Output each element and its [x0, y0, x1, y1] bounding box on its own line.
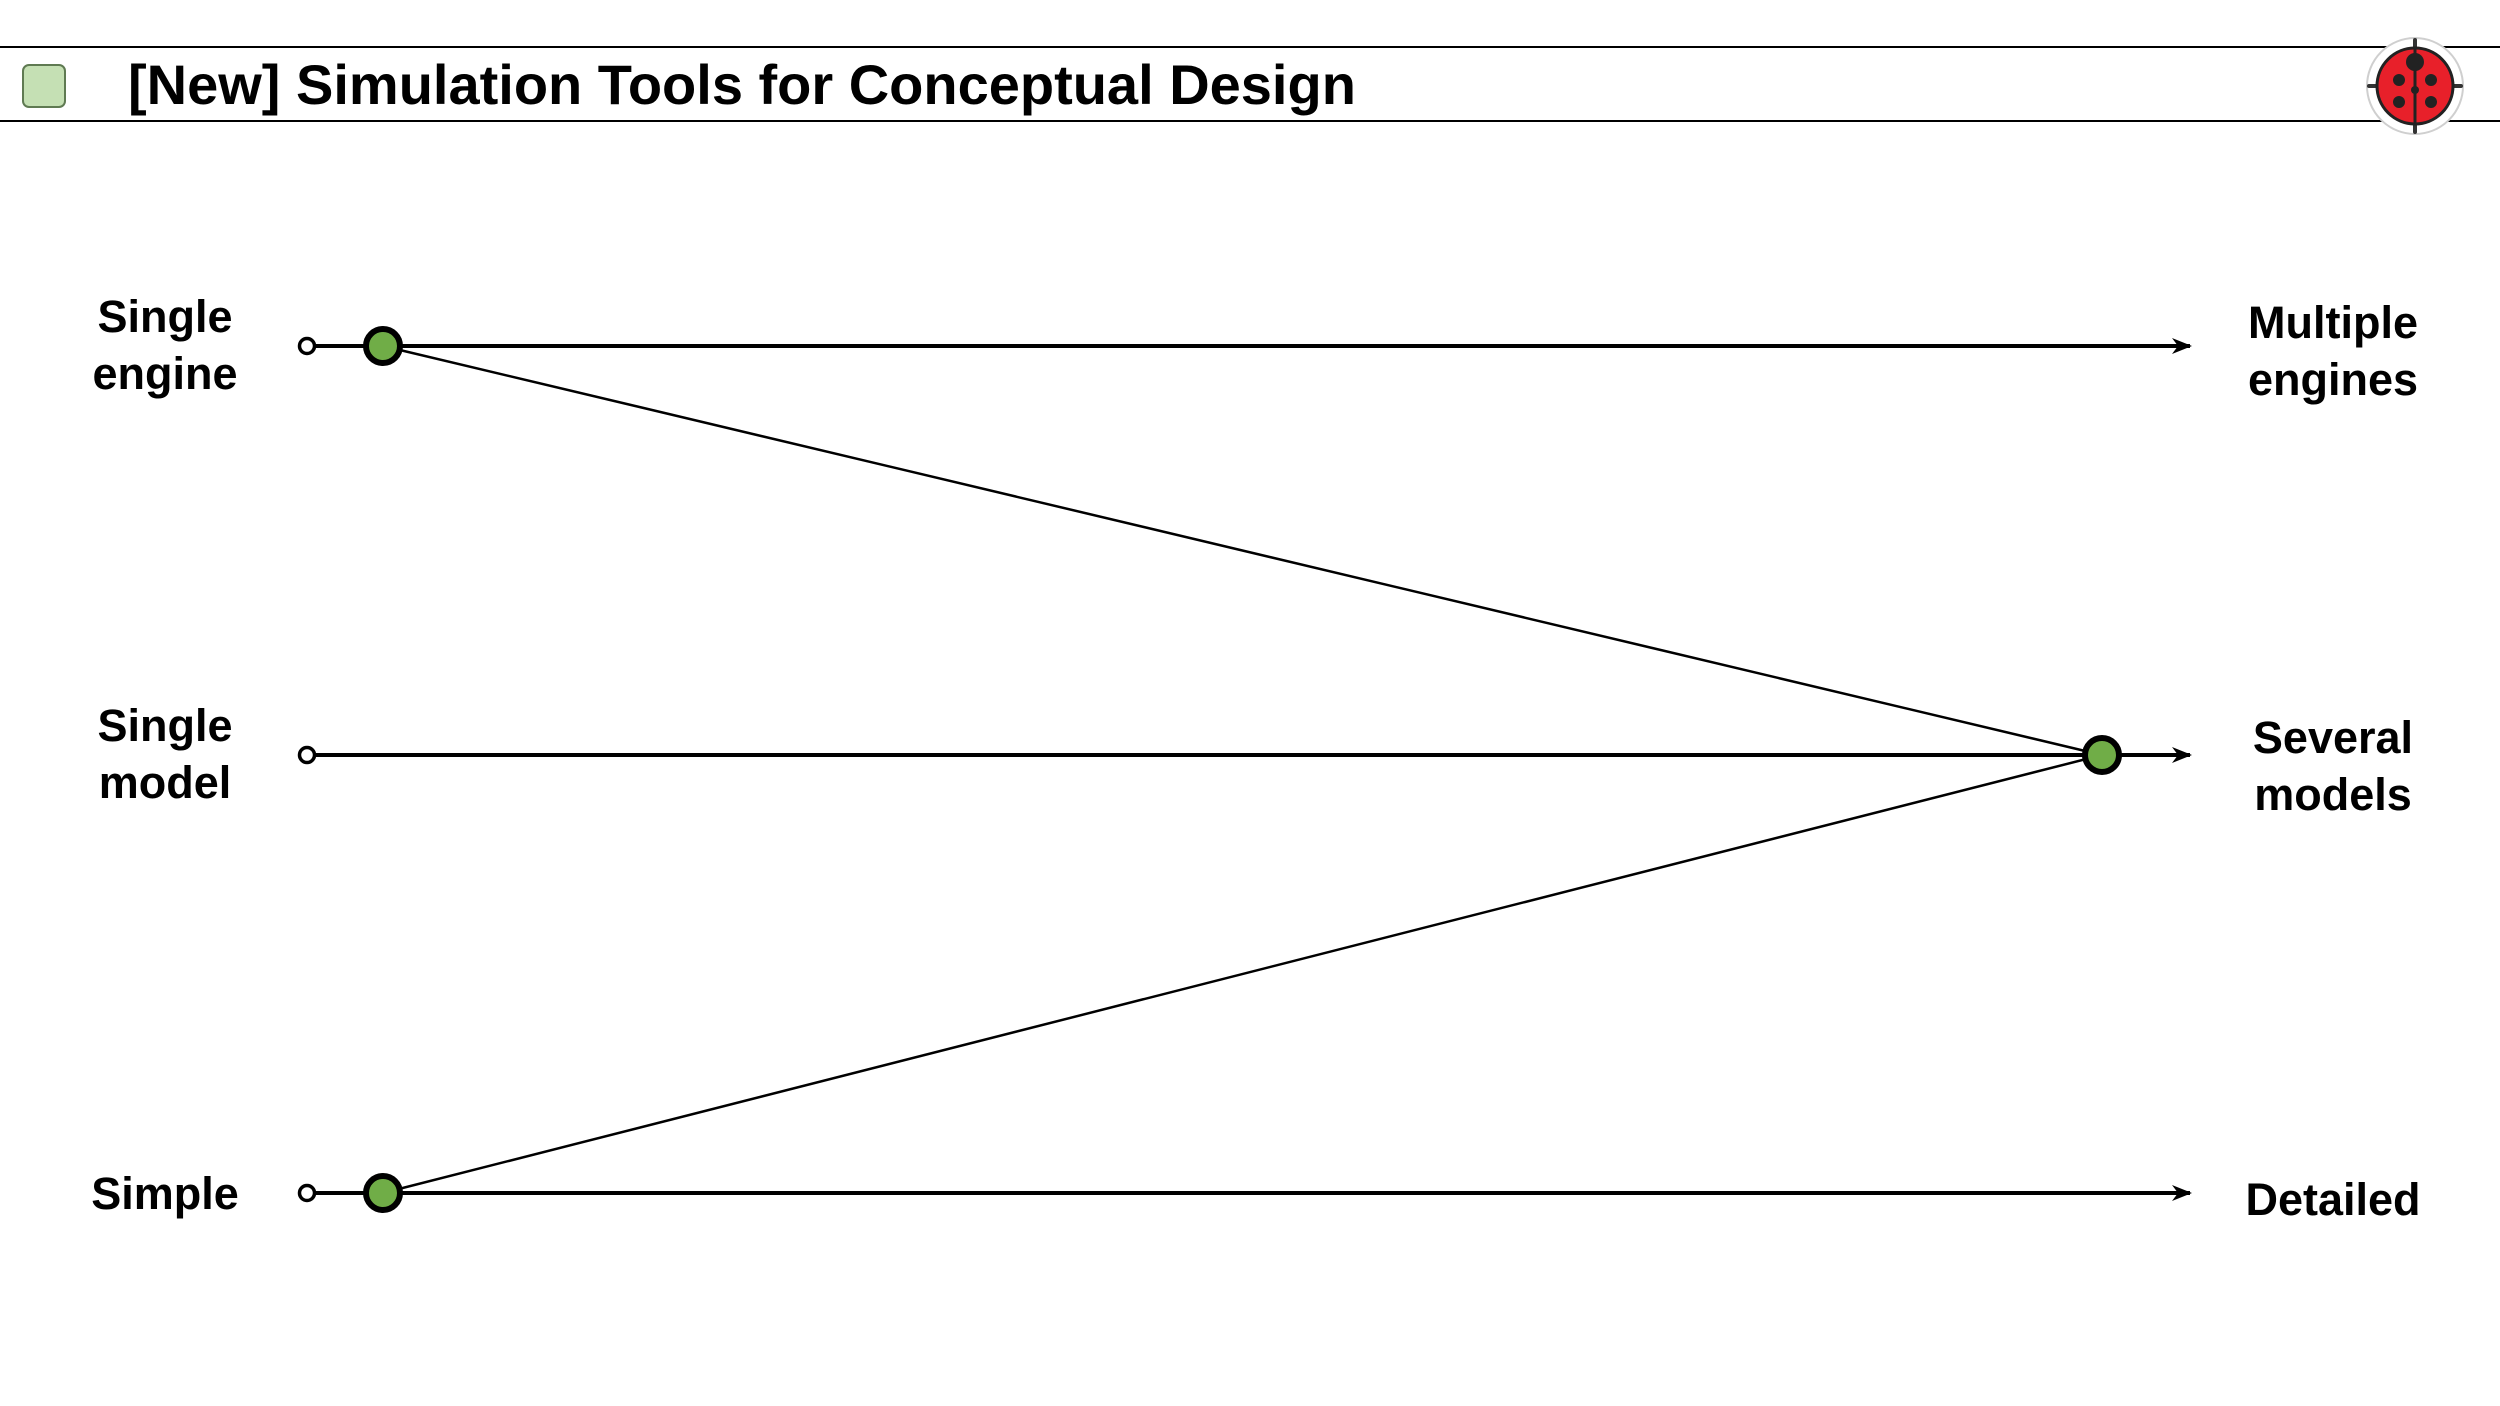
axis-origin-dot-model: [297, 745, 317, 765]
axis-origin-dot-engine: [297, 336, 317, 356]
slide-header: [New] Simulation Tools for Conceptual De…: [0, 46, 2500, 122]
axis-left-label-single-model: Single model: [97, 700, 233, 808]
green-square-icon: [22, 64, 66, 108]
axis-right-label-multiple-engines: Multiple engines: [2247, 297, 2419, 405]
selected-position-node-engine: [363, 326, 403, 366]
axis-origin-dot-fidelity: [297, 1183, 317, 1203]
axis-left-label-simple: Simple: [91, 1168, 239, 1219]
axis-right-label-detailed: Detailed: [2245, 1174, 2421, 1225]
slide-title: [New] Simulation Tools for Conceptual De…: [128, 53, 1356, 116]
profile-connector-1: [382, 344, 2103, 757]
axis-left-label-single-engine: Single engine: [92, 291, 238, 399]
selected-position-node-fidelity: [363, 1173, 403, 1213]
profile-connector-2: [382, 753, 2103, 1195]
axis-right-label-several-models: Several models: [2252, 712, 2414, 820]
ladybug-logo-icon: [2366, 37, 2464, 135]
selected-position-node-model: [2082, 735, 2122, 775]
